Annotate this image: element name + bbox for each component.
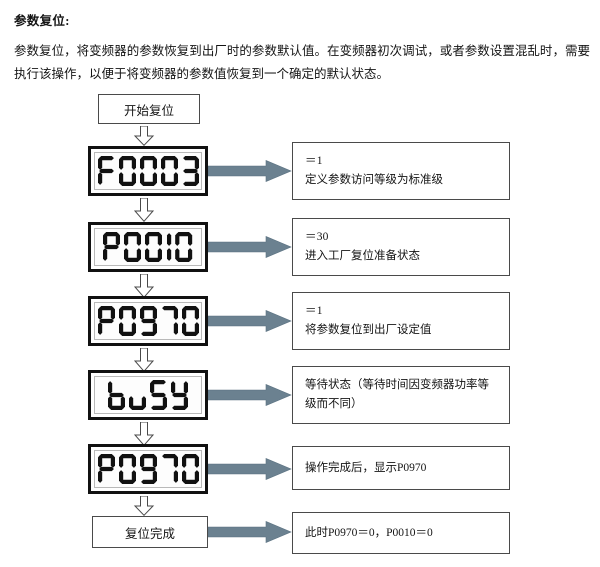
lcd-screen-1 [94,152,202,190]
solid-right-arrow-icon [208,310,292,332]
annotation-box-2: ＝30 进入工厂复位准备状态 [292,218,510,276]
lcd-value-5 [97,454,199,484]
lcd-keypad-display [88,146,208,196]
lcd-keypad-display [88,222,208,272]
lcd-value-1 [97,156,199,186]
annotation-box-end: 此时P0970＝0，P0010＝0 [292,512,510,554]
page-title: 参数复位: [14,14,70,28]
lcd-value-3 [97,306,199,336]
intro-paragraph: 参数复位，将变频器的参数恢复到出厂时的参数默认值。在变频器初次调试，或者参数设置… [14,44,590,81]
annotation-box-5: 操作完成后，显示P0970 [292,446,510,490]
annotation-value-3: ＝1 [305,305,323,317]
lcd-screen-3 [94,302,202,340]
solid-right-arrow-icon [208,384,292,406]
block-down-arrow-icon [133,422,155,446]
lcd-screen-4 [94,376,202,414]
annotation-text-1: 定义参数访问等级为标准级 [305,174,443,186]
lcd-screen-5 [94,450,202,488]
annotation-box-3: ＝1 将参数复位到出厂设定值 [292,292,510,350]
annotation-value-1: ＝1 [305,155,323,167]
solid-right-arrow-icon [208,160,292,182]
annotation-text-3: 将参数复位到出厂设定值 [305,324,432,336]
lcd-screen-2 [94,228,202,266]
lcd-value-2 [103,232,193,262]
lcd-value-4 [108,380,188,410]
annotation-value-2: ＝30 [305,231,329,243]
block-down-arrow-icon [133,348,155,372]
annotation-text-end: 此时P0970＝0，P0010＝0 [305,526,433,539]
annotation-box-4: 等待状态（等待时间因变频器功率等级而不同） [292,366,510,424]
flow-start-label: 开始复位 [123,103,174,118]
solid-right-arrow-icon [208,236,292,258]
annotation-text-5: 操作完成后，显示P0970 [305,461,427,474]
solid-right-arrow-icon [208,521,292,543]
block-down-arrow-icon [133,274,155,298]
annotation-text-4: 等待状态（等待时间因变频器功率等级而不同） [305,379,489,410]
block-down-arrow-icon [133,126,155,146]
block-down-arrow-icon [133,496,155,516]
lcd-keypad-display [88,296,208,346]
lcd-keypad-display [88,444,208,494]
flow-start-box: 开始复位 [98,94,200,124]
flow-end-box: 复位完成 [92,516,208,548]
lcd-keypad-display [88,370,208,420]
annotation-box-1: ＝1 定义参数访问等级为标准级 [292,142,510,200]
flow-end-label: 复位完成 [124,526,175,541]
block-down-arrow-icon [133,198,155,222]
annotation-text-2: 进入工厂复位准备状态 [305,250,420,262]
solid-right-arrow-icon [208,458,292,480]
